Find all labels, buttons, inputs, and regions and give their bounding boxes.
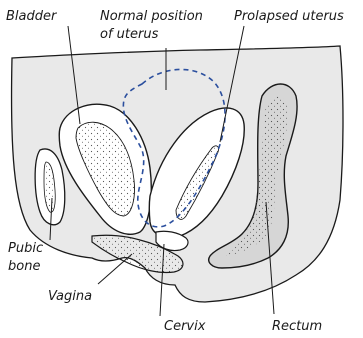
label-normal-position: Normal position of uterus	[100, 9, 207, 42]
label-normal-position-line1: Normal position	[100, 9, 203, 24]
label-rectum: Rectum	[272, 319, 322, 334]
label-pubic-bone-line2: bone	[8, 259, 40, 274]
label-pubic-bone-line1: Pubic	[8, 241, 43, 256]
label-normal-position-line2: of uterus	[100, 27, 159, 42]
label-bladder: Bladder	[6, 9, 58, 24]
label-prolapsed-uterus: Prolapsed uterus	[234, 9, 344, 24]
label-vagina: Vagina	[48, 289, 92, 304]
label-pubic-bone: Pubic bone	[8, 241, 47, 274]
label-cervix: Cervix	[164, 319, 206, 334]
